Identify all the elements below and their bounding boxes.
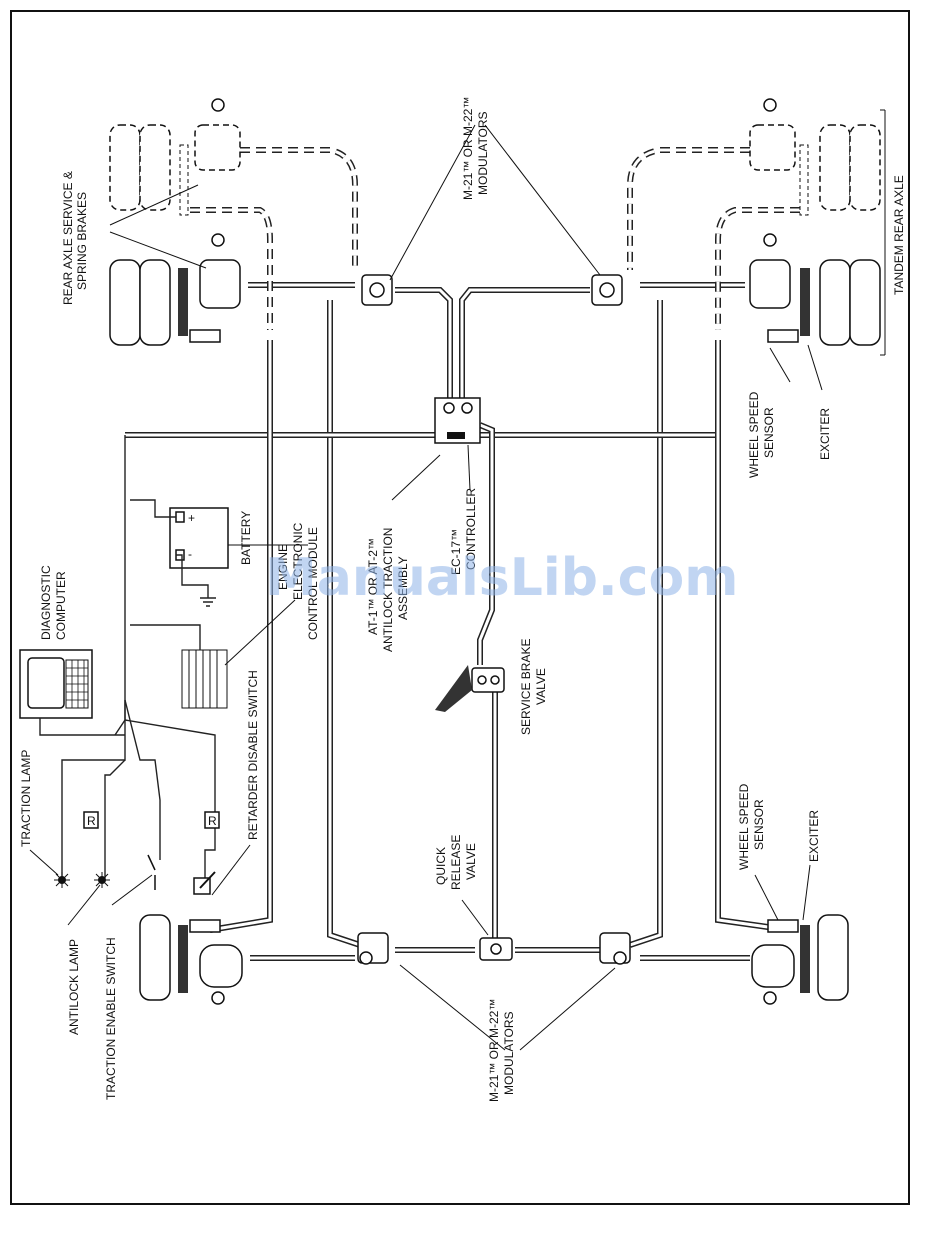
label-modulators-bottom-1: M-21™ OR M-22™	[487, 999, 501, 1102]
label-diagnostic-computer-1: DIAGNOSTIC	[39, 565, 53, 640]
relay-label-right: R	[208, 814, 217, 828]
label-engine-ecm-2: ELECTRONIC	[291, 522, 305, 600]
label-service-brake-valve-1: SERVICE BRAKE	[519, 639, 533, 735]
label-quick-release-valve-3: VALVE	[464, 843, 478, 880]
label-tandem-rear-axle: TANDEM REAR AXLE	[892, 175, 906, 295]
label-at1-1: AT-1™ OR AT-2™	[366, 538, 380, 635]
leader-lines	[29, 124, 823, 1051]
label-ec17-2: CONTROLLER	[464, 488, 478, 570]
label-traction-enable-switch: TRACTION ENABLE SWITCH	[104, 937, 118, 1100]
dashed-lines	[190, 147, 800, 330]
label-wheel-speed-sensor-top-1: WHEEL SPEED	[747, 391, 761, 478]
label-modulators-top-2: MODULATORS	[476, 111, 490, 195]
engine-ecm	[130, 624, 228, 709]
labels: REAR AXLE SERVICE & SPRING BRAKES M-21™ …	[19, 97, 906, 1102]
rear-axle-left-assembly	[109, 98, 241, 346]
page-border	[10, 10, 910, 1205]
label-exciter-top: EXCITER	[818, 408, 832, 460]
label-rear-axle-service-2: SPRING BRAKES	[75, 192, 89, 290]
traction-lamp-icon	[54, 872, 70, 888]
modulator-top-left	[361, 274, 393, 306]
relay-label-left: R	[87, 814, 96, 828]
label-wheel-speed-sensor-bottom-1: WHEEL SPEED	[737, 783, 751, 870]
label-at1-3: ASSEMBLY	[396, 556, 410, 620]
label-quick-release-valve-1: QUICK	[434, 847, 448, 885]
quick-release-valve	[479, 937, 513, 961]
watermark: ManualsLib.com	[265, 548, 738, 608]
label-battery: BATTERY	[239, 511, 253, 565]
label-wheel-speed-sensor-top-2: SENSOR	[762, 407, 776, 458]
battery	[130, 499, 229, 607]
front-axle-right-assembly	[751, 914, 849, 1005]
modulator-top-right	[591, 274, 623, 306]
diagnostic-computer	[19, 649, 125, 736]
battery-plus-label: +	[188, 511, 195, 525]
label-antilock-lamp: ANTILOCK LAMP	[67, 939, 81, 1035]
label-service-brake-valve-2: VALVE	[534, 668, 548, 705]
label-wheel-speed-sensor-bottom-2: SENSOR	[752, 799, 766, 850]
rear-axle-right-assembly	[749, 98, 881, 346]
label-traction-lamp: TRACTION LAMP	[19, 750, 33, 847]
label-modulators-top-1: M-21™ OR M-22™	[461, 97, 475, 200]
label-engine-ecm-1: ENGINE	[276, 544, 290, 590]
label-ec17-1: EC-17™	[449, 529, 463, 575]
front-axle-left-assembly	[139, 914, 243, 1005]
label-modulators-bottom-2: MODULATORS	[502, 1011, 516, 1095]
air-lines	[114, 282, 776, 961]
label-at1-2: ANTILOCK TRACTION	[381, 528, 395, 652]
antilock-traction-assembly	[434, 397, 481, 444]
label-retarder-disable-switch: RETARDER DISABLE SWITCH	[246, 670, 260, 840]
antilock-lamp-icon	[94, 872, 110, 888]
label-rear-axle-service-1: REAR AXLE SERVICE &	[61, 171, 75, 305]
modulator-bottom-right	[599, 932, 631, 965]
lamps-and-switches	[54, 699, 220, 895]
label-exciter-bottom: EXCITER	[807, 810, 821, 862]
battery-minus-label: -	[188, 547, 192, 561]
modulator-bottom-left	[357, 932, 389, 965]
label-engine-ecm-3: CONTROL MODULE	[306, 527, 320, 640]
label-quick-release-valve-2: RELEASE	[449, 835, 463, 890]
label-diagnostic-computer-2: COMPUTER	[54, 571, 68, 640]
service-brake-valve	[435, 665, 505, 712]
